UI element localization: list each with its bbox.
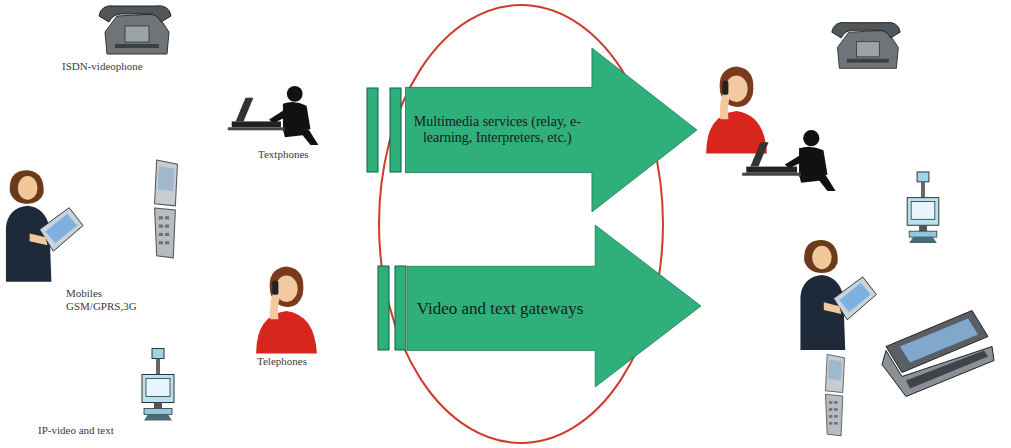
device-label: Textphones <box>258 148 309 161</box>
arrow-text: Multimedia services (relay, e-learning, … <box>411 114 584 146</box>
right-devices <box>706 22 994 435</box>
left-devices <box>6 6 318 421</box>
arrow-text: Video and text gateways <box>417 299 584 319</box>
arrow-body: Multimedia services (relay, e-learning, … <box>411 87 584 172</box>
arrow-outline <box>407 225 701 387</box>
arrow-tail-bars <box>367 88 406 350</box>
device-label: Telephones <box>257 355 307 368</box>
arrow-body: Video and text gateways <box>413 266 587 350</box>
arrow-node: Multimedia services (relay, e-learning, … <box>405 48 697 212</box>
device-label: ISDN-videophone <box>62 60 143 73</box>
device-label: Mobiles GSM/GPRS,3G <box>66 287 154 313</box>
arrow-node: Video and text gateways <box>407 225 701 387</box>
arrow-outline <box>405 48 697 212</box>
device-label: IP-video and text <box>38 424 114 437</box>
